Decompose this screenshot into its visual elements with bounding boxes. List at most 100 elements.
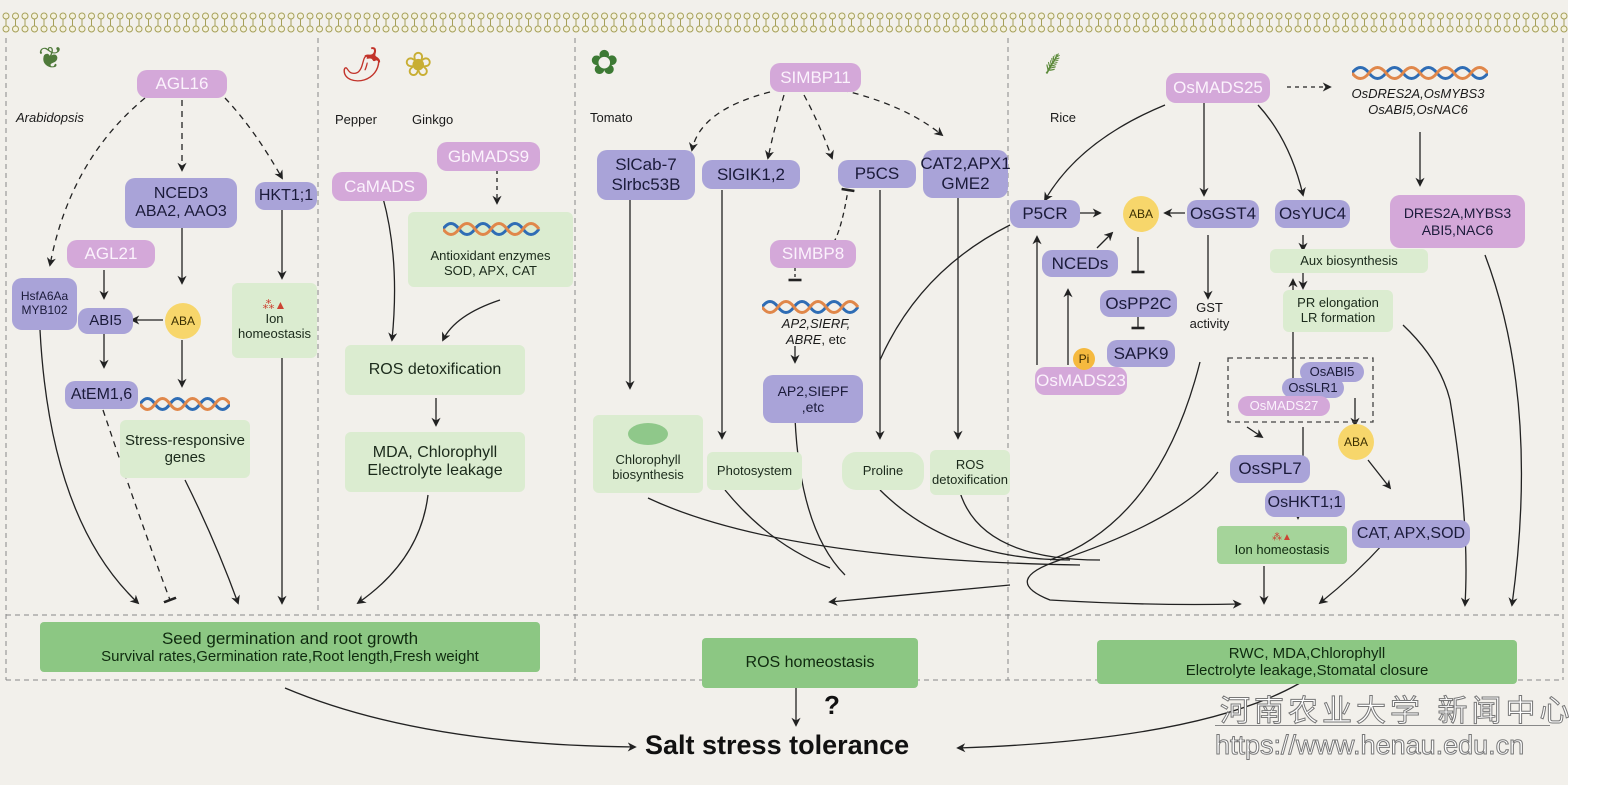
chloro-line1: Chlorophyll bbox=[615, 452, 681, 468]
arrow-simbp11-p5cs bbox=[803, 94, 834, 160]
ion-line1: Ion bbox=[265, 311, 284, 327]
gene-slrbc53b: Slrbc53B bbox=[611, 175, 681, 194]
phosphate-pi: Pi bbox=[1073, 348, 1095, 370]
gene-slcab7-slrbc53b: SlCab-7 Slrbc53B bbox=[597, 150, 695, 200]
process-ros-detox-tomato: ROS detoxification bbox=[930, 450, 1010, 495]
arrow-osmads25-osyuc4 bbox=[1257, 104, 1306, 197]
target-genes-rice-line1: OsDRES2A,OsMYBS3 bbox=[1351, 86, 1485, 101]
line-proline-p5cr bbox=[879, 224, 1011, 361]
gene-osmads23: OsMADS23 bbox=[1035, 367, 1127, 395]
species-label-pepper: Pepper bbox=[335, 112, 377, 127]
species-label-rice: Rice bbox=[1050, 110, 1077, 125]
pr-line2: LR formation bbox=[1300, 310, 1376, 325]
arrow-simbp11-cat2 bbox=[841, 89, 944, 137]
complex-box bbox=[1227, 357, 1374, 423]
ion-line2: homeostasis bbox=[238, 326, 311, 342]
process-aux-biosynthesis: Aux biosynthesis bbox=[1270, 249, 1428, 273]
gene-agl16: AGL16 bbox=[137, 70, 227, 98]
gene-hsfa6aa-myb102: HsfA6Aa MYB102 bbox=[12, 278, 77, 330]
gene-ap2-siepf-line1: AP2,SIEPF bbox=[777, 382, 849, 399]
species-label-tomato: Tomato bbox=[590, 110, 633, 125]
gene-osabi5: OsABI5 bbox=[1300, 362, 1364, 382]
arrow-simbp11-slgik bbox=[765, 94, 785, 160]
watermark-divider bbox=[1215, 725, 1550, 726]
arrow-osmads25-p5cr bbox=[1044, 104, 1166, 202]
gene-simbp8: SIMBP8 bbox=[770, 240, 856, 268]
panel-borders bbox=[5, 38, 1564, 681]
gene-oshkt1: OsHKT1;1 bbox=[1265, 490, 1345, 517]
target-genes-label: AP2,SIERF, ABRE, etc bbox=[768, 316, 864, 349]
outcome-rwc-mda: RWC, MDA,Chlorophyll Electrolyte leakage… bbox=[1097, 640, 1517, 684]
gene-osgst4: OsGST4 bbox=[1187, 200, 1259, 228]
arrow-antiox-ros bbox=[442, 299, 501, 342]
stress-genes-line2: genes bbox=[164, 449, 206, 466]
gene-ospp2c: OsPP2C bbox=[1100, 290, 1177, 317]
arrow-nceds-aba bbox=[1096, 231, 1114, 249]
rosd-line1: ROS bbox=[955, 456, 985, 472]
ion-icon: ⁂▲ bbox=[262, 297, 287, 312]
gene-abi5: ABI5 bbox=[78, 308, 133, 334]
gene-cat2-apx1: CAT2,APX1 bbox=[920, 154, 1011, 174]
ginkgo-plant-icon: ❀ bbox=[404, 46, 433, 84]
watermark-name: 河南农业大学 新闻中心 bbox=[1220, 694, 1574, 730]
process-chlorophyll-biosynthesis: Chlorophyll biosynthesis bbox=[593, 415, 703, 493]
gene-osmads27: OsMADS27 bbox=[1238, 396, 1330, 416]
arrow-aba-catapx bbox=[1367, 459, 1392, 490]
cell-membrane-icon bbox=[2, 12, 1568, 33]
species-label-ginkgo: Ginkgo bbox=[412, 112, 454, 127]
arrow-agl16-hsfa bbox=[46, 97, 146, 267]
rosd-line2: detoxification bbox=[932, 471, 1008, 487]
process-antioxidant-enzymes: Antioxidant enzymes SOD, APX, CAT bbox=[408, 212, 573, 287]
hormone-aba-rice-2: ABA bbox=[1338, 424, 1374, 460]
gene-dres2a-mybs3: DRES2A,MYBS3 bbox=[1403, 205, 1512, 222]
gene-gme2: GME2 bbox=[941, 174, 990, 193]
hormone-aba: ABA bbox=[165, 303, 201, 339]
antiox-line2: SOD, APX, CAT bbox=[444, 263, 537, 279]
ionh-text: Ion homeostasis bbox=[1234, 542, 1330, 558]
arrow-to-ros-homeostasis bbox=[828, 584, 1011, 606]
dna-icon bbox=[140, 397, 230, 411]
gene-camads: CaMADS bbox=[332, 172, 427, 201]
stress-genes-line1: Stress-responsive bbox=[124, 431, 246, 449]
process-ros-detoxification: ROS detoxification bbox=[345, 345, 525, 395]
dna-icon bbox=[762, 300, 860, 314]
process-pr-elongation: PR elongation LR formation bbox=[1283, 290, 1393, 332]
dna-icon bbox=[1352, 66, 1488, 80]
mda-line2: Electrolyte leakage bbox=[367, 462, 503, 479]
chloroplast-icon bbox=[628, 423, 668, 446]
outcome-seed-subtitle: Survival rates,Germination rate,Root len… bbox=[101, 648, 479, 666]
line-rosd-ros bbox=[957, 484, 1101, 561]
dna-icon bbox=[443, 222, 541, 236]
target-genes-rice-line2: OsABI5,OsNAC6 bbox=[1368, 102, 1468, 118]
gene-p5cs: P5CS bbox=[838, 160, 916, 188]
gene-aba2-aao3: ABA2, AAO3 bbox=[135, 203, 227, 220]
arrow-pr-outcome bbox=[1402, 324, 1470, 607]
gene-hkt1: HKT1;1 bbox=[255, 182, 317, 210]
target-genes-line1: AP2,SIERF, bbox=[781, 316, 851, 331]
gst-activity-label: GST activity bbox=[1187, 300, 1232, 333]
process-ion-homeostasis-rice: ⁂▲ Ion homeostasis bbox=[1217, 526, 1347, 564]
gene-osspl7: OsSPL7 bbox=[1230, 455, 1310, 483]
line-photo-ros bbox=[724, 489, 831, 569]
gene-osslr1: OsSLR1 bbox=[1282, 378, 1344, 398]
gene-ap2-siepf: AP2,SIEPF ,etc bbox=[763, 375, 863, 423]
gene-cat-apx-sod: CAT, APX,SOD bbox=[1352, 520, 1470, 548]
outcome-ros-homeostasis: ROS homeostasis bbox=[702, 638, 918, 688]
target-genes-abre: ABRE bbox=[786, 332, 822, 348]
hormone-aba-rice: ABA bbox=[1123, 196, 1159, 232]
gene-ap2-siepf-line2: ,etc bbox=[801, 399, 825, 415]
gene-slgik1-2: SlGIK1,2 bbox=[702, 160, 800, 189]
arrow-dres-outcome bbox=[1484, 254, 1523, 607]
chloro-line2: biosynthesis bbox=[612, 467, 684, 483]
arrow-mda-outcome bbox=[356, 494, 429, 605]
arabidopsis-plant-icon: ❦ bbox=[38, 42, 64, 75]
rice-plant-icon: ⸙ bbox=[1040, 44, 1066, 82]
gene-nced3-aba2-aao3: NCED3 ABA2, AAO3 bbox=[125, 178, 237, 228]
final-title: Salt stress tolerance bbox=[645, 730, 910, 760]
process-stress-responsive-genes: Stress-responsive genes bbox=[120, 420, 250, 478]
gene-cat2-apx1-gme2: CAT2,APX1 GME2 bbox=[920, 150, 1011, 198]
inhibit-atem-outcome bbox=[102, 409, 177, 604]
ion-icon: ⁂▲ bbox=[1272, 531, 1292, 543]
